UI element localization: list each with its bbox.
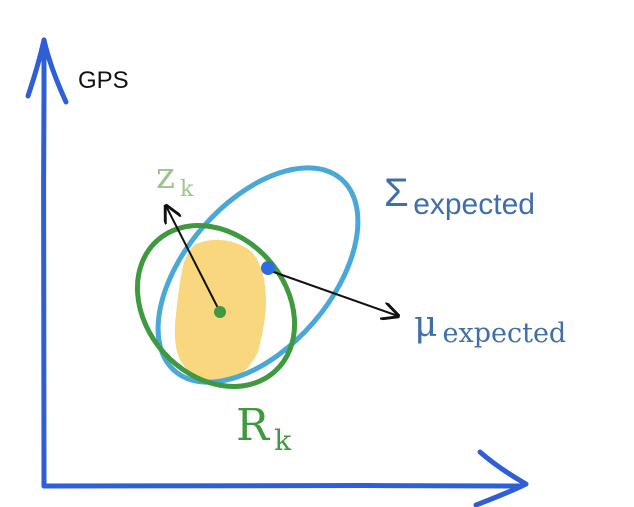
y-axis-arrowhead: [25, 37, 69, 105]
expected-mean-label-subscript: expected: [443, 318, 567, 349]
expected-mean-label: μ expected: [414, 304, 566, 349]
measurement-label: z k: [156, 156, 194, 202]
measurement-arrow: [166, 206, 221, 313]
expected-mean-arrow: [267, 269, 398, 316]
expected-covariance-label: Σ expected: [384, 171, 535, 221]
x-axis-arrowhead: [473, 449, 529, 507]
measurement-covariance-label-base: R: [236, 400, 271, 451]
measurement-label-base: z: [156, 156, 175, 197]
measurement-covariance-ellipse: [134, 223, 298, 389]
axes: [25, 37, 529, 507]
expected-covariance-label-subscript: expected: [413, 188, 535, 221]
expected-mean-point: [261, 261, 275, 275]
measurement-label-subscript: k: [180, 177, 194, 202]
measurement-point: [214, 306, 226, 318]
measurement-covariance-label: R k: [236, 400, 292, 457]
measurement-covariance-label-subscript: k: [274, 424, 292, 457]
expected-mean-label-base: μ: [414, 304, 437, 345]
expected-covariance-label-base: Σ: [384, 171, 409, 215]
y-axis-label: GPS: [78, 67, 129, 94]
